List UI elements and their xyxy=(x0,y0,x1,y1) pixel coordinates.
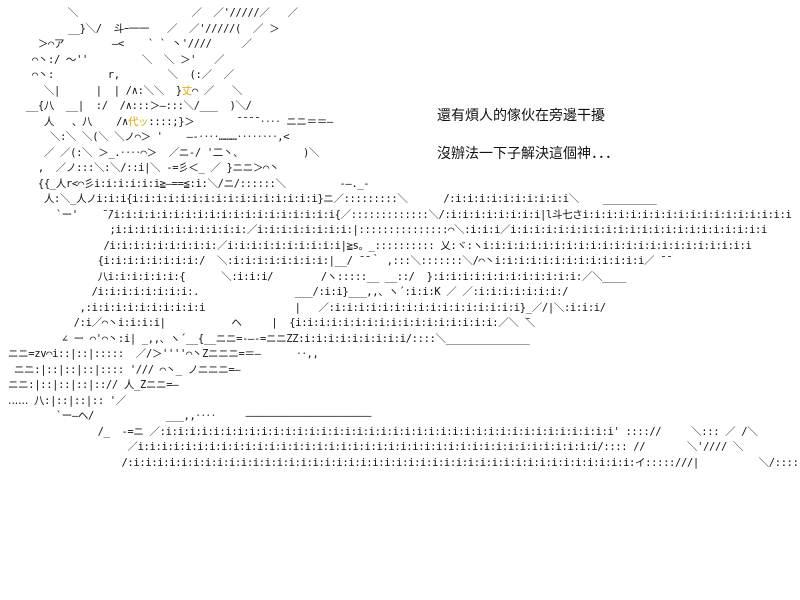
highlight-glyph-1: 丈 xyxy=(181,84,193,97)
ascii-art: ＼ ／ ／'/////／ ／ __}＼/ 斗ｰ一一 ／ ／'/////( ／ ＞… xyxy=(8,6,800,471)
dialogue-line-2: 沒辦法一下子解決這個神．．． xyxy=(437,146,619,162)
ascii-art-part-1: ＼ ／ ／'/////／ ／ __}＼/ 斗ｰ一一 ／ ／'/////( ／ ＞… xyxy=(31,7,298,97)
dialogue-line-1: 還有煩人的傢伙在旁邊干擾 xyxy=(437,108,605,124)
highlight-glyph-2: 代ッ xyxy=(128,115,149,128)
ascii-art-part-2: ⌒ ／ ＼ __{八 __| :/ /∧:::＞―:::＼/___ )＼/ 人 … xyxy=(25,84,252,128)
ascii-art-part-3: ::::;}＞ ̄ ̄ ̄ ̄ ‥‥ ニニ＝＝― ＼:＼ ＼(＼ ＼ノ⌒＞ ' … xyxy=(8,115,800,469)
